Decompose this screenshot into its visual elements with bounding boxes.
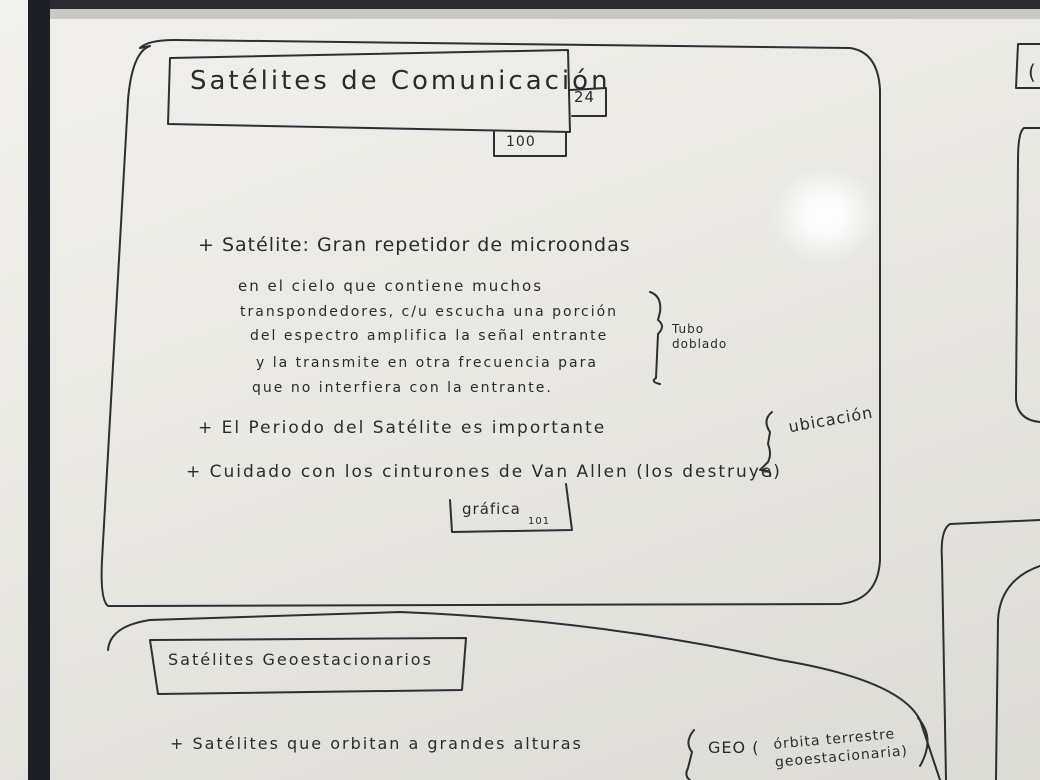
- bullet-orbitan-text: Satélites que orbitan a grandes alturas: [192, 734, 583, 753]
- section-1-outline: [100, 39, 881, 607]
- bullet-periodo-text: El Periodo del Satélite es importante: [221, 418, 607, 438]
- bullet-orbitan: + Satélites que orbitan a grandes altura…: [170, 734, 583, 753]
- grafica-number: 101: [528, 516, 551, 527]
- geo-brace: [685, 729, 695, 780]
- board-frame-left: [28, 0, 50, 780]
- bullet-satelite: + Satélite: Gran repetidor de microondas: [198, 234, 631, 256]
- light-glare: [770, 165, 880, 265]
- section-2-outline: [107, 611, 941, 780]
- bullet-van-allen-text: Cuidado con los cinturones de Van Allen …: [209, 462, 782, 482]
- right-panel-corner-mark: (: [1028, 60, 1037, 84]
- bullet-marker: +: [198, 418, 215, 438]
- ubicacion-brace: [759, 411, 773, 477]
- number-ref-100: 100: [506, 134, 536, 150]
- side-note-tubo-doblado: Tubo doblado: [672, 322, 728, 351]
- bullet-van-allen: + Cuidado con los cinturones de Van Alle…: [186, 462, 782, 482]
- geo-label: GEO (: [708, 738, 760, 757]
- bullet-satelite-text: Satélite: Gran repetidor de microondas: [221, 234, 631, 256]
- title-2-box: [149, 637, 467, 695]
- board-frame-top-edge: [48, 9, 1040, 19]
- tubo-brace: [649, 291, 663, 385]
- title-satelites-comunicacion: Satélites de Comunicación: [190, 66, 611, 96]
- grafica-label: gráfica: [462, 500, 521, 518]
- number-ref-box: [493, 131, 567, 157]
- grafica-box: [449, 483, 573, 533]
- orbita-paren: [917, 717, 929, 767]
- bullet-marker: +: [170, 734, 186, 753]
- right-panel-2-outline: [1015, 127, 1040, 423]
- bullet-satelite-line-4: del espectro amplifica la señal entrante: [250, 328, 609, 344]
- page-ref-box: [569, 87, 607, 117]
- bullet-marker: +: [186, 462, 203, 482]
- bullet-periodo: + El Periodo del Satélite es importante: [198, 418, 606, 438]
- title-satelites-geoestacionarios: Satélites Geoestacionarios: [168, 650, 433, 669]
- page-ref-24: 24: [574, 88, 596, 106]
- bullet-satelite-line-3: transpondedores, c/u escucha una porción: [240, 304, 619, 320]
- right-panel-1-outline: [1015, 43, 1040, 89]
- bullet-satelite-line-6: que no interfiera con la entrante.: [252, 380, 553, 396]
- bullet-satelite-line-5: y la transmite en otra frecuencia para: [256, 355, 598, 371]
- title-1-box: [167, 49, 571, 133]
- right-panel-3-outline: [940, 519, 1040, 780]
- right-panel-4-outline: [995, 565, 1040, 780]
- bullet-marker: +: [198, 234, 215, 256]
- board-frame-top: [28, 0, 1040, 9]
- bullet-satelite-line-2: en el cielo que contiene muchos: [238, 277, 544, 295]
